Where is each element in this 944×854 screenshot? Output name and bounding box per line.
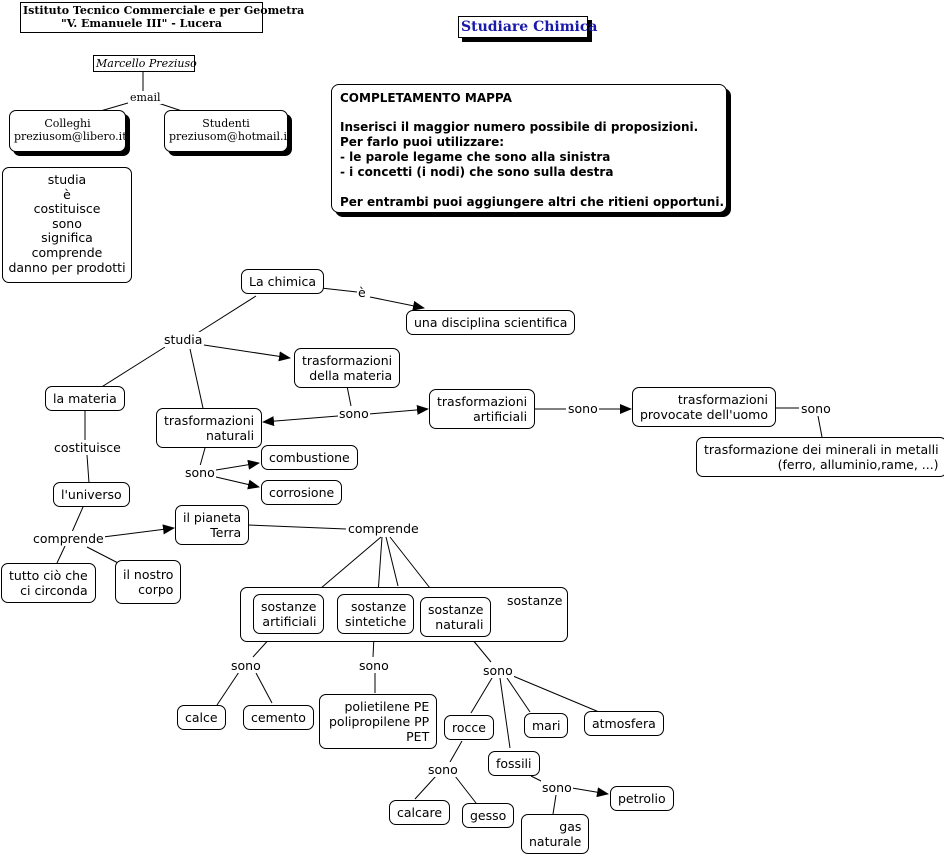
node-sostanze-naturali[interactable]: sostanze naturali xyxy=(420,597,492,637)
link-costituisce[interactable]: costituisce xyxy=(53,440,122,455)
node-calcare[interactable]: calcare xyxy=(389,800,451,825)
link-comprende-universo[interactable]: comprende xyxy=(32,531,105,546)
node-trasformazioni-naturali[interactable]: trasformazioni naturali xyxy=(156,408,263,448)
page-title: Studiare Chimica xyxy=(458,16,597,38)
node-gesso[interactable]: gesso xyxy=(462,803,515,828)
node-fossili[interactable]: fossili xyxy=(488,751,540,776)
node-calce[interactable]: calce xyxy=(177,705,226,730)
instructions-box: COMPLETAMENTO MAPPA Inserisci il maggior… xyxy=(331,84,727,213)
node-petrolio[interactable]: petrolio xyxy=(610,786,674,811)
node-la-chimica[interactable]: La chimica xyxy=(241,269,325,294)
link-sono-uomo[interactable]: sono xyxy=(800,401,832,416)
link-sono-artificiali-sost[interactable]: sono xyxy=(230,658,262,673)
link-sono-sintetiche[interactable]: sono xyxy=(358,658,390,673)
node-trasformazioni-uomo[interactable]: trasformazioni provocate dell'uomo xyxy=(632,387,776,427)
link-comprende-terra[interactable]: comprende xyxy=(347,521,420,536)
node-nostro-corpo[interactable]: il nostro corpo xyxy=(115,560,182,604)
node-la-materia[interactable]: la materia xyxy=(45,386,125,411)
group-sostanze-label: sostanze xyxy=(507,593,563,608)
link-words-box: studia è costituisce sono significa comp… xyxy=(2,167,132,283)
link-studia[interactable]: studia xyxy=(163,332,204,347)
author-name: Marcello Preziuso xyxy=(93,55,197,72)
node-tutto-ci-circonda[interactable]: tutto ciò che ci circonda xyxy=(1,563,96,603)
instructions-body: Inserisci il maggior numero possibile di… xyxy=(340,120,725,209)
node-disciplina-scientifica[interactable]: una disciplina scientifica xyxy=(406,310,576,335)
colleghi-contact[interactable]: Colleghi preziusom@libero.it xyxy=(9,110,127,152)
node-rocce[interactable]: rocce xyxy=(444,715,494,740)
node-gas-naturale[interactable]: gas naturale xyxy=(521,814,590,854)
link-sono-artificiali[interactable]: sono xyxy=(567,401,599,416)
instructions-heading: COMPLETAMENTO MAPPA xyxy=(340,91,512,105)
email-label: email xyxy=(129,91,162,104)
node-mari[interactable]: mari xyxy=(524,713,569,738)
school-header: Istituto Tecnico Commerciale e per Geome… xyxy=(20,2,304,33)
node-corrosione[interactable]: corrosione xyxy=(261,480,343,505)
link-sono-fossili[interactable]: sono xyxy=(541,780,573,795)
link-sono-materia[interactable]: sono xyxy=(338,406,370,421)
link-e[interactable]: è xyxy=(357,285,367,300)
node-polimeri[interactable]: polietilene PE polipropilene PP PET xyxy=(319,694,438,749)
node-combustione[interactable]: combustione xyxy=(261,445,358,470)
studenti-contact[interactable]: Studenti preziusom@hotmail.it xyxy=(164,110,292,152)
node-trasformazioni-materia[interactable]: trasformazioni della materia xyxy=(294,348,401,388)
node-sostanze-artificiali[interactable]: sostanze artificiali xyxy=(253,594,325,634)
node-minerali-metalli[interactable]: trasformazione dei minerali in metalli (… xyxy=(696,437,944,477)
link-sono-naturali-sost[interactable]: sono xyxy=(482,663,514,678)
node-cemento[interactable]: cemento xyxy=(243,705,314,730)
node-universo[interactable]: l'universo xyxy=(53,482,130,507)
node-atmosfera[interactable]: atmosfera xyxy=(584,711,664,736)
link-sono-naturali[interactable]: sono xyxy=(184,465,216,480)
node-trasformazioni-artificiali[interactable]: trasformazioni artificiali xyxy=(429,389,536,429)
link-sono-rocce[interactable]: sono xyxy=(427,762,459,777)
node-pianeta-terra[interactable]: il pianeta Terra xyxy=(175,505,250,545)
node-sostanze-sintetiche[interactable]: sostanze sintetiche xyxy=(337,594,415,634)
